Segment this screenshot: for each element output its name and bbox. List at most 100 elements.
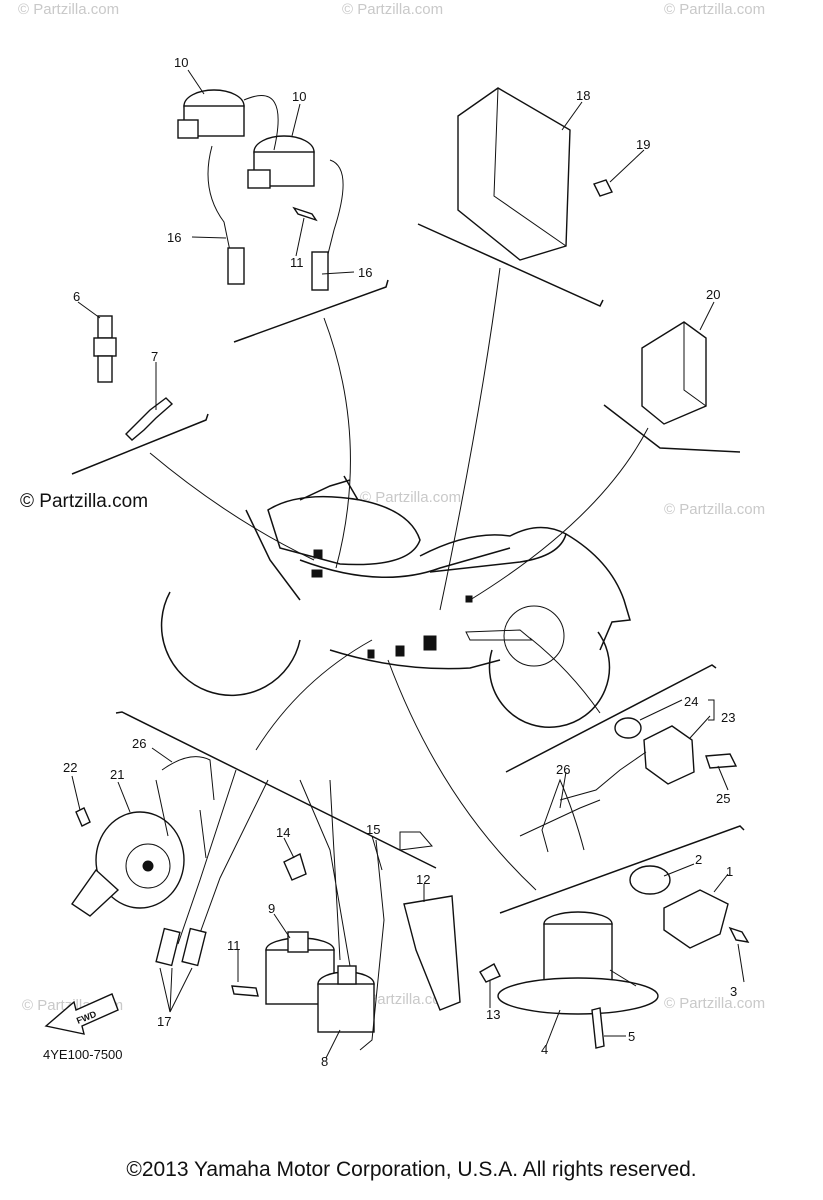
callout-11a: 11 bbox=[290, 255, 304, 270]
callout-10b: 10 bbox=[292, 89, 306, 104]
watermark-mid-right: © Partzilla.com bbox=[664, 501, 765, 518]
callout-26a: 26 bbox=[132, 736, 146, 751]
watermark-bottom-right: © Partzilla.com bbox=[664, 995, 765, 1012]
fuel-tank bbox=[267, 495, 421, 566]
coil-front-lead-b bbox=[243, 95, 279, 151]
callout-24: 24 bbox=[684, 694, 698, 709]
plug-cap-17a bbox=[155, 927, 181, 967]
watermark-top-left: © Partzilla.com bbox=[18, 1, 119, 18]
callout-16a: 16 bbox=[167, 230, 181, 245]
ignition-coil-10a bbox=[177, 89, 245, 139]
rear-hub bbox=[503, 605, 565, 667]
bracket-fuel-pump bbox=[499, 825, 745, 914]
clamp-14 bbox=[283, 853, 307, 881]
coil-front-lead-a bbox=[207, 145, 237, 281]
callout-16b: 16 bbox=[358, 265, 372, 280]
callout-1: 1 bbox=[726, 864, 733, 879]
callout-17: 17 bbox=[157, 1014, 171, 1029]
callout-21: 21 bbox=[110, 767, 124, 782]
seat bbox=[419, 526, 567, 573]
relay-20 bbox=[641, 321, 707, 425]
connector-4 bbox=[395, 645, 405, 657]
temperature-sender-6 bbox=[93, 315, 117, 383]
frame-top bbox=[299, 547, 511, 578]
callout-20: 20 bbox=[706, 287, 720, 302]
callout-25: 25 bbox=[716, 791, 730, 806]
bracket-ignition-coils-rear bbox=[115, 711, 437, 869]
bracket-speed-sensor bbox=[505, 664, 717, 773]
connector-5 bbox=[367, 649, 375, 659]
plug-cap-16a bbox=[227, 247, 245, 285]
ignition-coil-10b bbox=[247, 135, 315, 189]
watermark-bottom-center: © Partzilla.com bbox=[352, 991, 453, 1008]
bolt-11a bbox=[292, 206, 318, 222]
horn-21 bbox=[71, 811, 185, 917]
rear-fender bbox=[565, 533, 631, 651]
speed-sensor-23 bbox=[559, 725, 695, 801]
brand-label: © Partzilla.com bbox=[20, 491, 149, 512]
coil-rear-leads bbox=[177, 769, 351, 967]
ecu-18 bbox=[457, 87, 571, 261]
callout-23: 23 bbox=[721, 710, 735, 725]
connector-2 bbox=[311, 569, 323, 578]
callout-8: 8 bbox=[321, 1054, 328, 1069]
fuel-sender-1 bbox=[663, 889, 729, 949]
callout-22: 22 bbox=[63, 760, 77, 775]
plug-cap-17b bbox=[181, 927, 207, 967]
callout-9: 9 bbox=[268, 901, 275, 916]
handlebar bbox=[299, 475, 359, 501]
callouts: 1 2 3 4 5 6 7 8 9 10 10 11 11 12 13 14 1… bbox=[63, 55, 737, 1069]
bolt-13 bbox=[479, 963, 501, 983]
bracket-relay bbox=[603, 404, 741, 453]
bracket-ignition-coils-front bbox=[233, 279, 389, 343]
callout-6: 6 bbox=[73, 289, 80, 304]
fuel-pump-4 bbox=[497, 911, 659, 1015]
callout-15: 15 bbox=[366, 822, 380, 837]
watermark-top-center: © Partzilla.com bbox=[342, 1, 443, 18]
engine-base bbox=[329, 649, 501, 670]
lead-wire-26a bbox=[155, 756, 215, 859]
bracket-sensors bbox=[71, 413, 209, 475]
ignition-coil-8 bbox=[317, 965, 375, 1033]
lead-wire-26b bbox=[519, 778, 601, 853]
callout-18: 18 bbox=[576, 88, 590, 103]
connector-6 bbox=[465, 595, 473, 603]
coil-front-lead-c bbox=[319, 159, 344, 287]
callout-5: 5 bbox=[628, 1029, 635, 1044]
o-ring-24 bbox=[614, 717, 642, 739]
connector-3 bbox=[423, 635, 437, 651]
callout-4: 4 bbox=[541, 1042, 548, 1057]
watermark-mid-center: © Partzilla.com bbox=[360, 489, 461, 506]
motorcycle-outline bbox=[160, 475, 631, 728]
group-brackets bbox=[71, 223, 745, 914]
bolt-5 bbox=[591, 1007, 605, 1049]
callout-2: 2 bbox=[695, 852, 702, 867]
bolt-25 bbox=[705, 753, 738, 769]
front-fork bbox=[245, 509, 301, 601]
bolt-3 bbox=[728, 926, 750, 943]
bolt-11b bbox=[231, 985, 259, 997]
callout-leaders bbox=[71, 69, 745, 1059]
fwd-arrow-icon: FWD bbox=[44, 993, 119, 1035]
callout-7: 7 bbox=[151, 349, 158, 364]
callout-11b: 11 bbox=[227, 938, 241, 953]
callout-14: 14 bbox=[276, 825, 290, 840]
o-ring-2 bbox=[629, 865, 671, 895]
callout-19: 19 bbox=[636, 137, 650, 152]
bracket-12 bbox=[403, 895, 461, 1011]
callout-10a: 10 bbox=[174, 55, 188, 70]
connector-1 bbox=[313, 549, 323, 559]
wire-harness-15 bbox=[359, 831, 433, 1051]
rear-wheel bbox=[488, 631, 611, 728]
plug-cap-16b bbox=[311, 251, 329, 291]
copyright-notice: ©2013 Yamaha Motor Corporation, U.S.A. A… bbox=[126, 1158, 697, 1181]
bolt-19 bbox=[593, 179, 613, 197]
front-wheel bbox=[160, 591, 301, 697]
callout-12: 12 bbox=[416, 872, 430, 887]
diagram-code: 4YE100-7500 bbox=[43, 1047, 123, 1062]
callout-13: 13 bbox=[486, 1007, 500, 1022]
swingarm bbox=[465, 629, 534, 641]
leader-curves bbox=[149, 267, 649, 891]
thermo-switch-7 bbox=[125, 397, 174, 441]
